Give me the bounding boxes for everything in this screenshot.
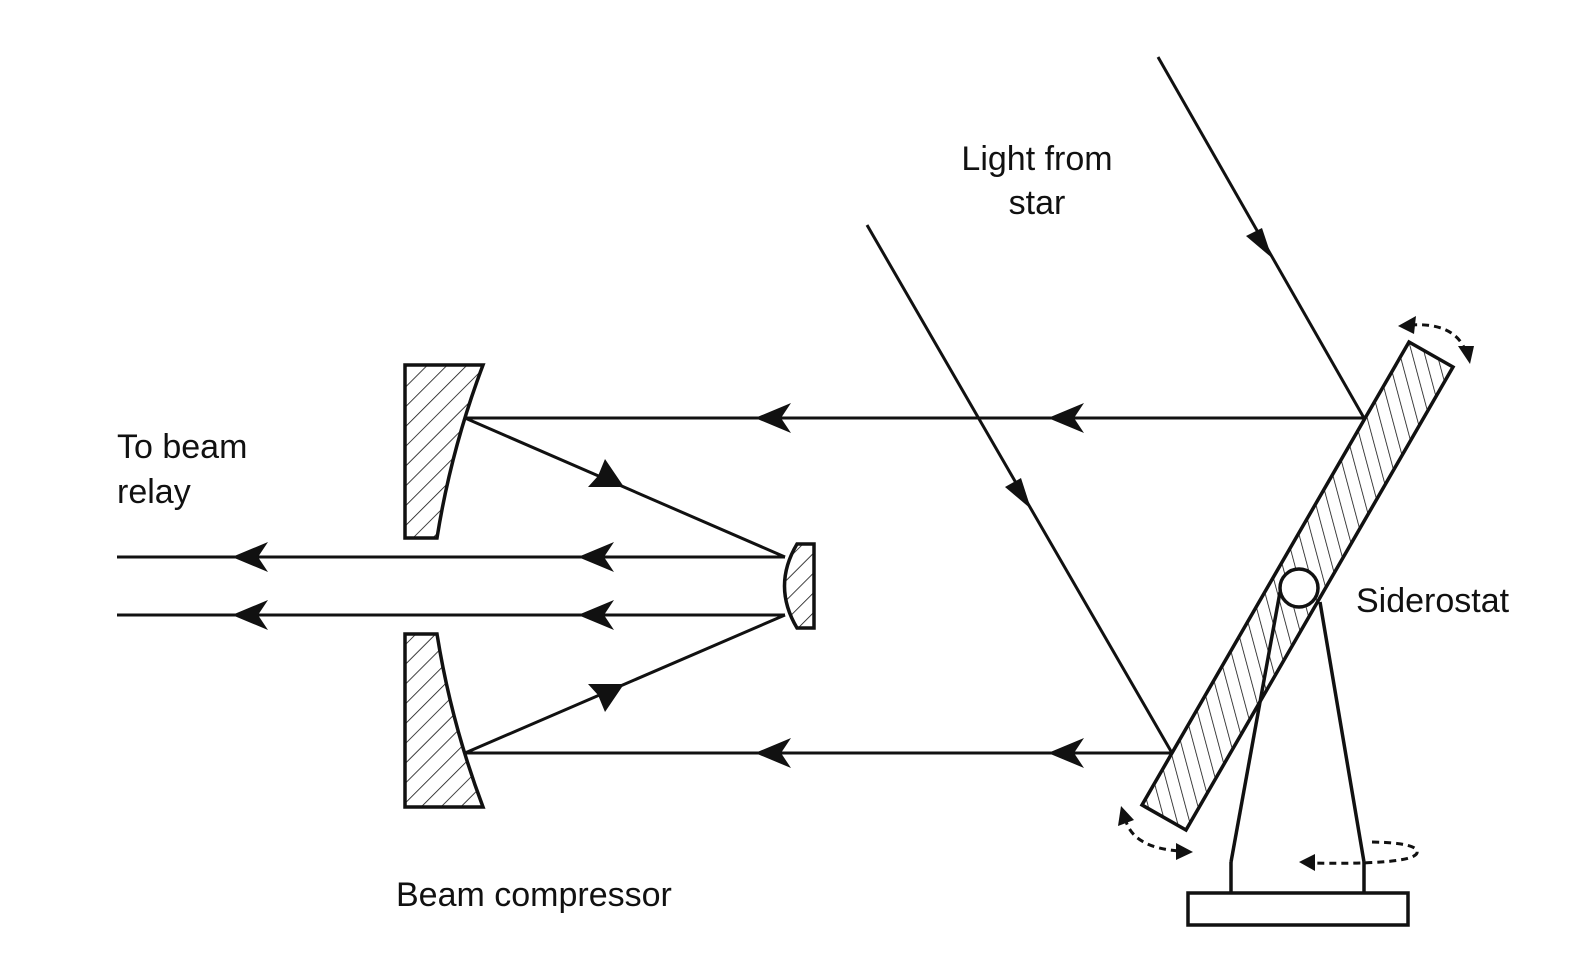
arrowhead-reflected-upper-2 bbox=[1048, 403, 1084, 433]
incoming-ray-upper bbox=[1156, 56, 1366, 419]
label-to-beam-relay-line2: relay bbox=[117, 473, 191, 511]
primary-mirror-upper bbox=[403, 363, 486, 540]
siderostat-pivot bbox=[1278, 567, 1320, 609]
primary-mirror-lower bbox=[403, 632, 486, 809]
secondary-mirror bbox=[782, 542, 816, 630]
arrowhead-output-lower-1 bbox=[232, 600, 268, 630]
output-beam-upper bbox=[117, 542, 785, 572]
arrowhead-reflected-lower-2 bbox=[1048, 738, 1084, 768]
arrowhead-reflected-upper-1 bbox=[755, 403, 791, 433]
reflected-ray-lower bbox=[465, 738, 1172, 768]
arrowhead-converging-lower bbox=[588, 684, 624, 712]
arrowhead-reflected-lower-1 bbox=[755, 738, 791, 768]
rotation-arrow-base bbox=[1299, 840, 1419, 871]
arrowhead-incoming-lower bbox=[1005, 478, 1031, 509]
label-beam-compressor: Beam compressor bbox=[396, 876, 672, 914]
arrowhead-output-lower-2 bbox=[578, 600, 614, 630]
output-beam-lower bbox=[117, 600, 785, 630]
arrowhead-output-upper-2 bbox=[578, 542, 614, 572]
arrowhead-converging-upper bbox=[588, 459, 624, 487]
arrowhead-output-upper-1 bbox=[232, 542, 268, 572]
incoming-ray-lower bbox=[865, 224, 1174, 754]
label-siderostat: Siderostat bbox=[1356, 582, 1510, 620]
converging-ray-upper bbox=[464, 416, 786, 559]
converging-ray-lower bbox=[464, 613, 786, 755]
label-light-from-star-line2: star bbox=[1009, 184, 1066, 222]
arrowhead-incoming-upper bbox=[1246, 228, 1272, 258]
label-to-beam-relay-line1: To beam bbox=[117, 428, 247, 466]
siderostat-base bbox=[1186, 891, 1410, 927]
rotation-arrow-bottom bbox=[1118, 806, 1193, 860]
siderostat-mount bbox=[1229, 591, 1366, 893]
reflected-ray-upper bbox=[465, 403, 1364, 433]
label-light-from-star-line1: Light from bbox=[961, 140, 1112, 178]
rotation-arrow-top bbox=[1398, 316, 1474, 364]
